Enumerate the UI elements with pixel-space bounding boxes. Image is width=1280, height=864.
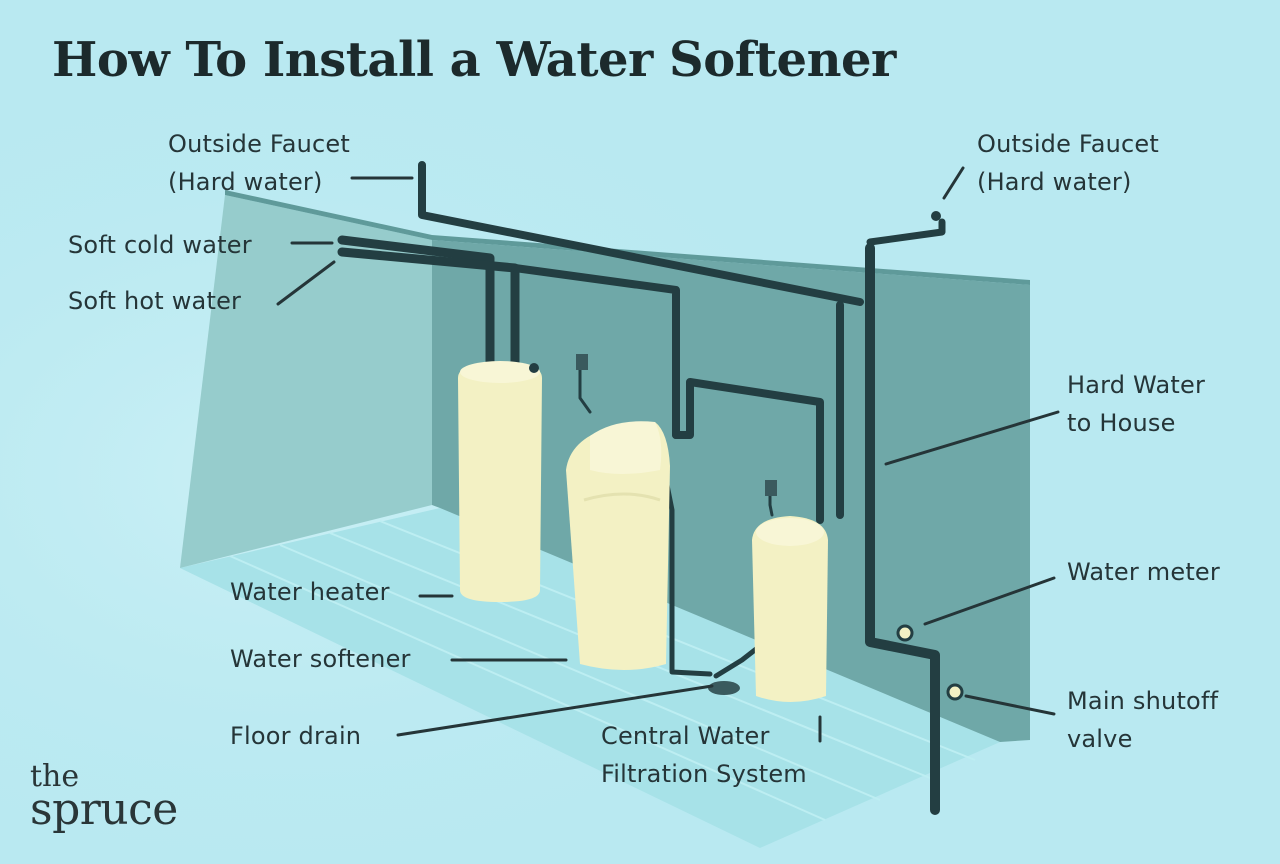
label-central-water-filtration: Central Water Filtration System xyxy=(601,717,807,793)
shutoff-valve-knob xyxy=(946,683,964,701)
label-line: Main shutoff xyxy=(1067,687,1219,715)
hard-water-top-pipe xyxy=(418,161,864,306)
soft-cold-water-pipe xyxy=(337,235,495,377)
left-wall xyxy=(180,195,432,568)
label-line: Outside Faucet xyxy=(168,130,351,158)
label-line: (Hard water) xyxy=(168,168,323,196)
hard-water-riser xyxy=(865,243,940,815)
floor-drain-grate xyxy=(708,681,740,695)
label-outside-faucet-right: Outside Faucet (Hard water) xyxy=(977,125,1159,201)
outlet-right xyxy=(765,480,777,496)
label-line: Central Water xyxy=(601,722,770,750)
label-soft-hot-water: Soft hot water xyxy=(68,287,242,315)
cold-branch-pipe xyxy=(511,264,680,439)
filter-loop-pipe xyxy=(672,378,824,524)
label-line: Outside Faucet xyxy=(977,130,1160,158)
right-faucet-valve xyxy=(931,211,941,221)
wall-top-edge xyxy=(225,190,1030,285)
label-water-softener: Water softener xyxy=(230,645,411,673)
filter-drain-hose xyxy=(713,643,763,679)
pipe-network xyxy=(337,161,946,815)
label-hard-water-to-house: Hard Water to House xyxy=(1067,366,1205,442)
label-line: valve xyxy=(1067,725,1133,753)
label-line: (Hard water) xyxy=(977,168,1132,196)
label-water-meter: Water meter xyxy=(1067,558,1220,586)
label-line: Hard Water xyxy=(1067,371,1206,399)
water-softener-unit xyxy=(566,421,670,670)
label-main-shutoff-valve: Main shutoff valve xyxy=(1067,682,1218,758)
outlet-left xyxy=(576,354,588,370)
page-title: How To Install a Water Softener xyxy=(52,32,896,88)
label-soft-cold-water: Soft cold water xyxy=(68,231,252,259)
label-line: to House xyxy=(1067,409,1176,437)
water-meter-dial xyxy=(896,624,914,642)
leader-lines xyxy=(276,166,1060,743)
faucet-pipe xyxy=(866,218,946,246)
spruce-logo: the spruce xyxy=(30,762,178,832)
heater-cord xyxy=(578,358,592,414)
label-floor-drain: Floor drain xyxy=(230,722,362,750)
label-line: Filtration System xyxy=(601,760,807,788)
label-water-heater: Water heater xyxy=(230,578,390,606)
water-heater xyxy=(458,361,542,602)
logo-line-the: the xyxy=(30,759,80,794)
label-outside-faucet-left: Outside Faucet (Hard water) xyxy=(168,125,350,201)
central-filtration-unit xyxy=(752,516,828,702)
logo-line-spruce: spruce xyxy=(30,784,178,835)
